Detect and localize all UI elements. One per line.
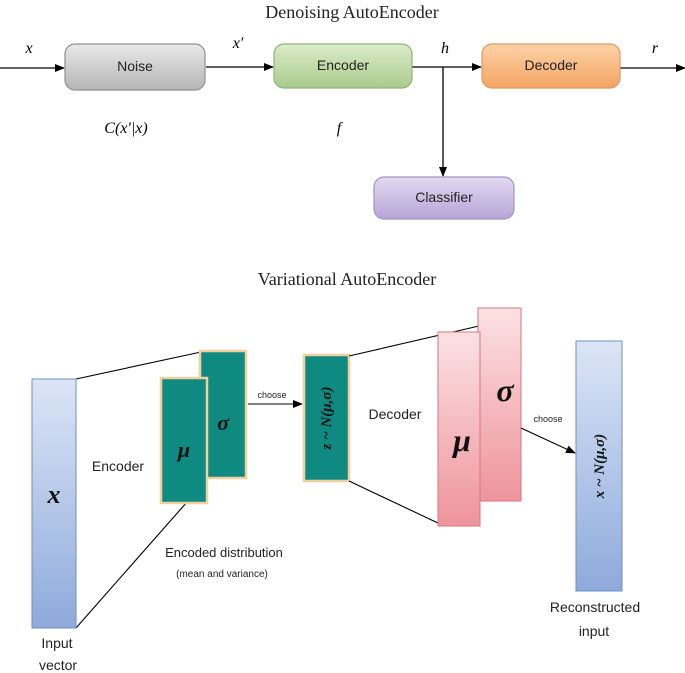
mu-block (159, 376, 209, 505)
dae-hidden-var: h (441, 40, 449, 57)
input-caption-line1: Input (41, 635, 72, 651)
vae-decoder-label: Decoder (369, 406, 422, 422)
output-caption-line1: Reconstructed (550, 599, 640, 615)
encoder-box (273, 43, 413, 89)
mu-symbol: μ (177, 437, 190, 462)
output-formula: x ~ N(μ,σ) (592, 434, 608, 500)
encoder-function: f (337, 120, 344, 137)
choose-arrow-2 (520, 427, 576, 454)
classifier-box (373, 176, 515, 220)
decoder-box (481, 43, 621, 89)
vae-title: Variational AutoEncoder (258, 269, 436, 289)
input-vector-bar (31, 378, 77, 629)
noise-label: Noise (117, 58, 153, 74)
latent-z-block (302, 353, 351, 483)
output-caption-line2: input (579, 623, 609, 639)
output-vector-bar (575, 340, 623, 592)
dae-title: Denoising AutoEncoder (265, 2, 438, 22)
dae-output-var: r (652, 40, 659, 57)
encoded-caption-line2: (mean and variance) (176, 569, 268, 580)
encoded-caption-line1: Encoded distribution (165, 545, 283, 560)
input-caption-line2: vector (39, 657, 77, 673)
decoder-label: Decoder (525, 57, 578, 73)
corruption-formula: C(x′|x) (104, 120, 147, 137)
decoder-trapezoid-top (348, 325, 480, 357)
dec-mu-block (437, 331, 481, 527)
choose-label-2: choose (533, 414, 562, 424)
dec-sigma-symbol: σ (496, 372, 514, 408)
dec-mu-symbol: μ (451, 422, 471, 458)
dec-sigma-block (477, 307, 522, 502)
input-symbol: x (47, 480, 61, 509)
sigma-symbol: σ (217, 410, 230, 435)
choose-label-1: choose (257, 390, 286, 400)
encoder-label: Encoder (317, 57, 369, 73)
classifier-label: Classifier (415, 189, 473, 205)
dae-noisy-var: x′ (232, 35, 244, 52)
vae-encoder-label: Encoder (92, 458, 144, 474)
dae-input-var: x (24, 40, 32, 57)
noise-box (64, 43, 206, 91)
decoder-trapezoid-bottom (348, 480, 441, 525)
encoder-trapezoid-bottom (75, 501, 188, 629)
encoder-trapezoid-top (75, 351, 202, 380)
latent-formula: z ~ N(μ,σ) (319, 387, 335, 451)
